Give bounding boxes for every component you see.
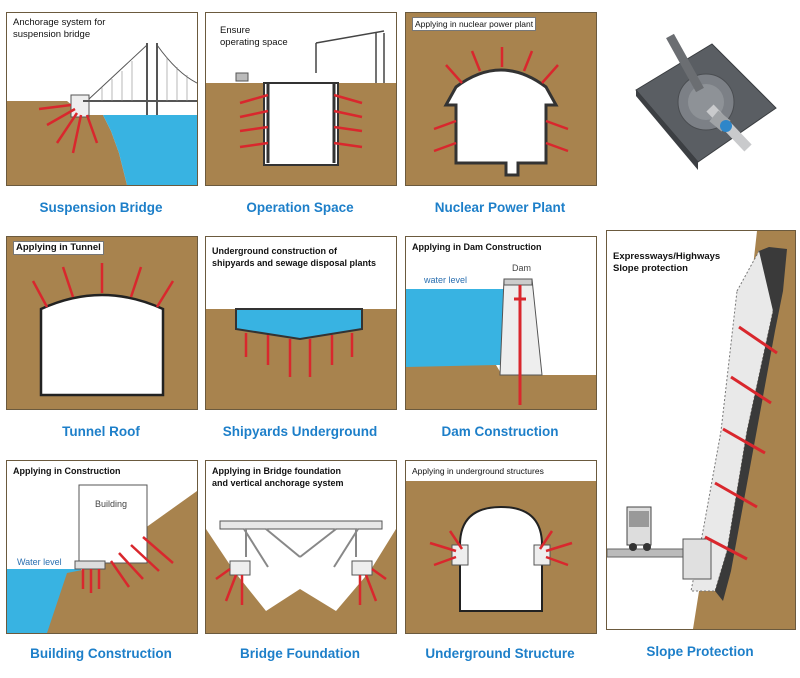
panel-operation-space: Ensure operating space xyxy=(205,12,397,186)
nuclear-plant-label: Applying in nuclear power plant xyxy=(412,17,537,31)
caption-tunnel-roof: Tunnel Roof xyxy=(62,424,140,439)
caption-suspension-bridge: Suspension Bridge xyxy=(39,200,163,215)
caption-nuclear-power-plant: Nuclear Power Plant xyxy=(434,200,566,215)
nuclear-plant-illustration xyxy=(406,13,596,185)
anchor-bolt-product-image xyxy=(630,30,780,180)
building-illustration xyxy=(7,461,197,633)
suspension-bridge-illustration xyxy=(7,13,197,185)
underground-structure-label: Applying in underground structures xyxy=(412,466,544,476)
slope-label: Expressways/Highways Slope protection xyxy=(613,251,721,274)
dam-illustration xyxy=(406,237,596,409)
panel-suspension-bridge: Anchorage system for suspension bridge xyxy=(6,12,198,186)
caption-shipyards-underground: Shipyards Underground xyxy=(222,424,378,439)
building-label: Applying in Construction xyxy=(13,466,121,476)
dam-name-label: Dam xyxy=(512,263,532,273)
building-name-label: Building xyxy=(95,499,128,509)
bridge-foundation-label: Applying in Bridge foundation and vertic… xyxy=(212,466,344,488)
caption-bridge-foundation: Bridge Foundation xyxy=(240,646,360,661)
panel-nuclear-power-plant: Applying in nuclear power plant xyxy=(405,12,597,186)
panel-shipyards-underground: Underground construction of shipyards an… xyxy=(205,236,397,410)
panel-slope-protection: Expressways/Highways Slope protection xyxy=(606,230,796,630)
tunnel-roof-illustration xyxy=(7,237,197,409)
shipyards-label: Underground construction of shipyards an… xyxy=(212,246,377,268)
panel-dam-construction: Applying in Dam Construction water level… xyxy=(405,236,597,410)
dam-label: Applying in Dam Construction xyxy=(412,242,542,252)
operation-space-illustration xyxy=(206,13,396,185)
panel-bridge-foundation: Applying in Bridge foundation and vertic… xyxy=(205,460,397,634)
underground-structure-illustration xyxy=(406,461,596,633)
slope-protection-illustration xyxy=(607,231,795,629)
caption-building-construction: Building Construction xyxy=(30,646,172,661)
panel-building-construction: Applying in Construction Building Water … xyxy=(6,460,198,634)
panel-underground-structure: Applying in underground structures xyxy=(405,460,597,634)
tunnel-label: Applying in Tunnel xyxy=(13,241,104,255)
shipyards-illustration xyxy=(206,237,396,409)
bridge-foundation-illustration xyxy=(206,461,396,633)
panel-tunnel-roof: Applying in Tunnel xyxy=(6,236,198,410)
operation-space-label: Ensure operating space xyxy=(220,25,288,48)
caption-underground-structure: Underground Structure xyxy=(425,646,575,661)
caption-dam-construction: Dam Construction xyxy=(441,424,559,439)
caption-operation-space: Operation Space xyxy=(246,200,354,215)
dam-water-level-label: water level xyxy=(424,275,468,285)
caption-slope-protection: Slope Protection xyxy=(646,644,754,659)
building-water-level-label: Water level xyxy=(17,557,62,567)
suspension-bridge-label: Anchorage system for suspension bridge xyxy=(13,17,106,40)
